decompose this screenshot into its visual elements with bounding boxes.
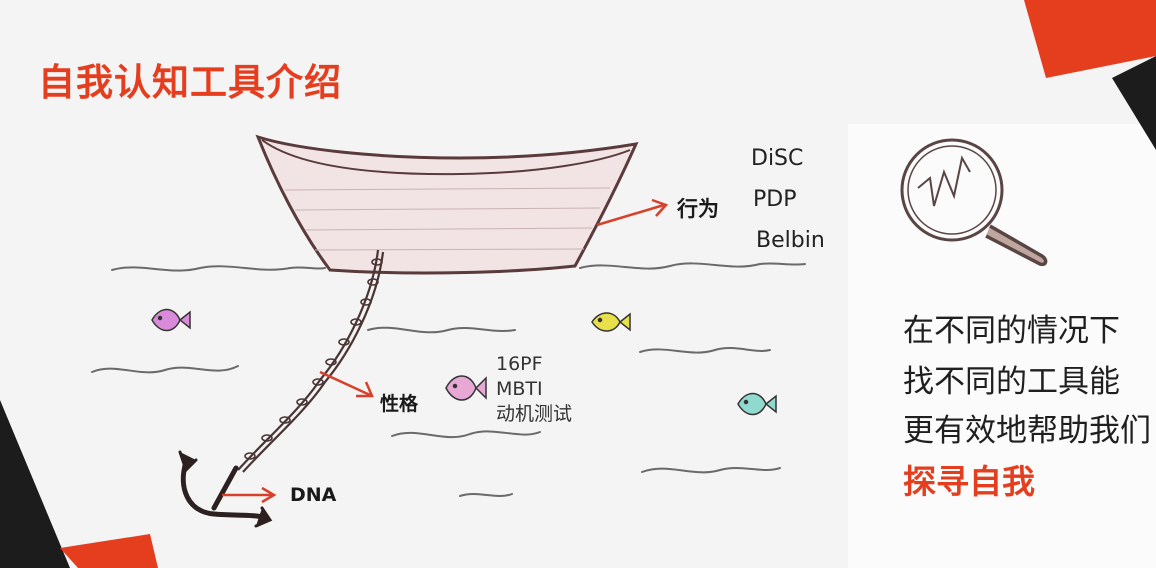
page-title: 自我认知工具介绍 xyxy=(38,61,342,104)
behavior-label: 行为 xyxy=(677,197,719,221)
right-text-line-2: 找不同的工具能 xyxy=(903,364,1120,400)
tool-motivation-test: 动机测试 xyxy=(496,403,573,425)
boat-icon xyxy=(255,134,639,275)
tool-16pf: 16PF xyxy=(496,353,543,375)
personality-label: 性格 xyxy=(380,393,419,415)
magnifier-icon xyxy=(900,138,1048,267)
tool-mbti: MBTI xyxy=(496,378,543,400)
right-text-emphasis: 探寻自我 xyxy=(903,462,1035,501)
arrow-personality xyxy=(319,370,374,398)
tool-disc: DiSC xyxy=(751,146,804,171)
arrow-dna xyxy=(222,486,277,504)
fish-icon-yellow xyxy=(591,312,631,332)
tool-belbin: Belbin xyxy=(756,228,825,253)
corner-decoration-bottom-left-red xyxy=(60,534,158,568)
corner-decoration-top-right-red xyxy=(1024,0,1156,78)
water-waves xyxy=(91,262,806,497)
fish-icon-pink xyxy=(445,375,487,401)
corner-decoration-top-right-dark xyxy=(1112,56,1156,150)
corner-decoration-bottom-left-dark xyxy=(0,400,70,568)
right-text-line-1: 在不同的情况下 xyxy=(903,313,1120,349)
tool-pdp: PDP xyxy=(753,187,797,212)
fish-icon-teal xyxy=(737,392,777,416)
chain-icon xyxy=(237,249,385,473)
anchor-icon xyxy=(178,450,273,528)
dna-label: DNA xyxy=(290,484,337,506)
fish-icon-magenta xyxy=(151,308,191,332)
arrow-behavior xyxy=(596,198,669,227)
right-text-line-3: 更有效地帮助我们 xyxy=(903,413,1151,449)
